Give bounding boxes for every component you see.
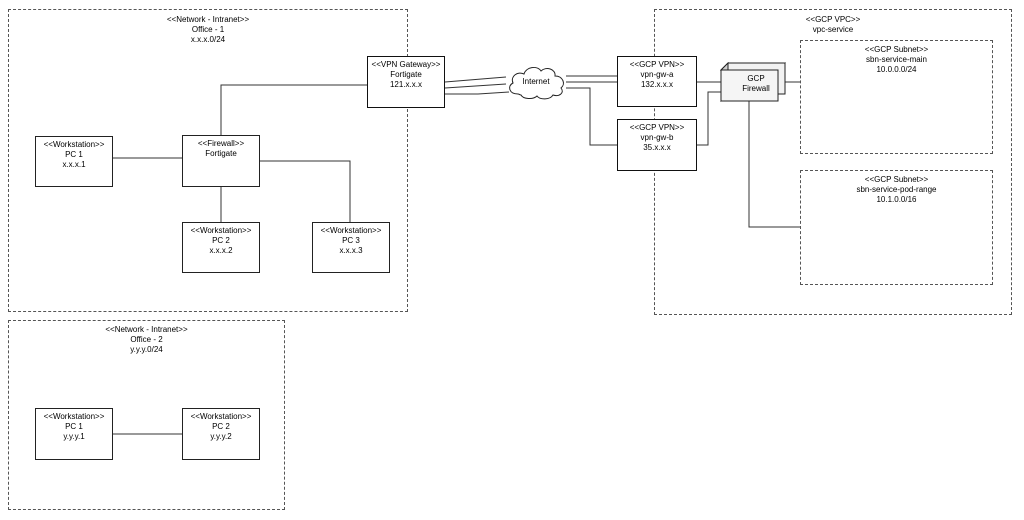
office1-pc2-name: PC 2 [212,236,230,245]
gcp-firewall-name: GCP [747,74,765,83]
office2-pc2-address: y.y.y.2 [210,432,232,441]
node-office2-pc2[interactable]: <<Workstation>> PC 2 y.y.y.2 [182,408,260,460]
edge-gcp-fw-subnet-pod [748,100,800,228]
zone-office-2: <<Network - Intranet>> Office - 2 y.y.y.… [8,320,285,510]
internet-label: Internet [522,77,550,86]
zone-gcp-vpc-name: vpc-service [812,25,854,34]
office2-pc2-stereotype: <<Workstation>> [190,412,252,421]
zone-office-2-stereotype: <<Network - Intranet>> [105,325,188,334]
gcp-vpn-a-name: vpn-gw-a [640,70,674,79]
gcp-vpn-b-name: vpn-gw-b [640,133,674,142]
node-vpn-gateway[interactable]: <<VPN Gateway>> Fortigate 121.x.x.x [367,56,445,108]
edge-vpn-b-gcp-fw [697,91,722,146]
office2-pc1-stereotype: <<Workstation>> [43,412,105,421]
vpn-gateway-address: 121.x.x.x [389,80,422,89]
office2-pc1-address: y.y.y.1 [63,432,85,441]
gcp-vpn-b-stereotype: <<GCP VPN>> [629,123,685,132]
office1-pc3-stereotype: <<Workstation>> [320,226,382,235]
node-office1-pc1[interactable]: <<Workstation>> PC 1 x.x.x.1 [35,136,113,187]
zone-office-2-name: Office - 2 [130,335,163,344]
subnet-pod-name: sbn-service-pod-range [856,185,937,194]
office1-pc1-name: PC 1 [65,150,83,159]
subnet-pod-title: <<GCP Subnet>> sbn-service-pod-range 10.… [801,175,992,205]
node-office1-pc3[interactable]: <<Workstation>> PC 3 x.x.x.3 [312,222,390,273]
gcp-vpn-b-address: 35.x.x.x [643,143,671,152]
zone-gcp-vpc-stereotype: <<GCP VPC>> [805,15,861,24]
node-office2-pc1[interactable]: <<Workstation>> PC 1 y.y.y.1 [35,408,113,460]
edge-firewall-pc3 [260,160,351,222]
office1-pc3-name: PC 3 [342,236,360,245]
subnet-main-name: sbn-service-main [866,55,927,64]
edge-vpngw-internet-2 [444,83,507,89]
firewall-box-icon [719,61,787,103]
office1-pc2-stereotype: <<Workstation>> [190,226,252,235]
subnet-pod-stereotype: <<GCP Subnet>> [864,175,929,184]
node-gcp-vpn-a[interactable]: <<GCP VPN>> vpn-gw-a 132.x.x.x [617,56,697,107]
node-firewall[interactable]: <<Firewall>> Fortigate [182,135,260,187]
subnet-pod-cidr: 10.1.0.0/16 [876,195,917,204]
node-gcp-vpn-b[interactable]: <<GCP VPN>> vpn-gw-b 35.x.x.x [617,119,697,171]
vpn-gateway-name: Fortigate [390,70,422,79]
node-gcp-firewall[interactable]: GCP Firewall [719,61,787,103]
edge-firewall-vpn-gateway [220,84,367,135]
vpn-gateway-stereotype: <<VPN Gateway>> [371,60,441,69]
gcp-firewall-name2: Firewall [742,84,770,93]
firewall-stereotype: <<Firewall>> [197,139,245,148]
zone-office-1-stereotype: <<Network - Intranet>> [166,15,250,24]
office1-pc3-address: x.x.x.3 [339,246,363,255]
office1-pc1-address: x.x.x.1 [62,160,86,169]
firewall-name: Fortigate [205,149,237,158]
zone-office-1-title: <<Network - Intranet>> Office - 1 x.x.x.… [9,15,407,45]
gcp-vpn-a-stereotype: <<GCP VPN>> [629,60,685,69]
office2-pc2-name: PC 2 [212,422,230,431]
edge-internet-vpn-b [566,87,617,146]
gcp-vpn-a-address: 132.x.x.x [640,80,673,89]
subnet-main-title: <<GCP Subnet>> sbn-service-main 10.0.0.0… [801,45,992,75]
office1-pc2-address: x.x.x.2 [209,246,233,255]
node-internet[interactable]: Internet [504,62,568,102]
subnet-main-stereotype: <<GCP Subnet>> [864,45,929,54]
zone-office-2-cidr: y.y.y.0/24 [130,345,163,354]
zone-office-1-name: Office - 1 [191,25,225,34]
zone-subnet-main: <<GCP Subnet>> sbn-service-main 10.0.0.0… [800,40,993,154]
gcp-firewall-label: GCP Firewall [726,74,786,94]
office1-pc1-stereotype: <<Workstation>> [43,140,105,149]
zone-subnet-pod: <<GCP Subnet>> sbn-service-pod-range 10.… [800,170,993,285]
zone-gcp-vpc-title: <<GCP VPC>> vpc-service [655,15,1011,35]
cloud-icon [509,66,564,100]
edge-vpngw-internet-1 [444,76,507,83]
edge-vpngw-internet-3 [445,91,510,95]
subnet-main-cidr: 10.0.0.0/24 [876,65,917,74]
node-office1-pc2[interactable]: <<Workstation>> PC 2 x.x.x.2 [182,222,260,273]
office2-pc1-name: PC 1 [65,422,83,431]
zone-office-2-title: <<Network - Intranet>> Office - 2 y.y.y.… [9,325,284,355]
zone-office-1: <<Network - Intranet>> Office - 1 x.x.x.… [8,9,408,312]
zone-office-1-cidr: x.x.x.0/24 [190,35,226,44]
